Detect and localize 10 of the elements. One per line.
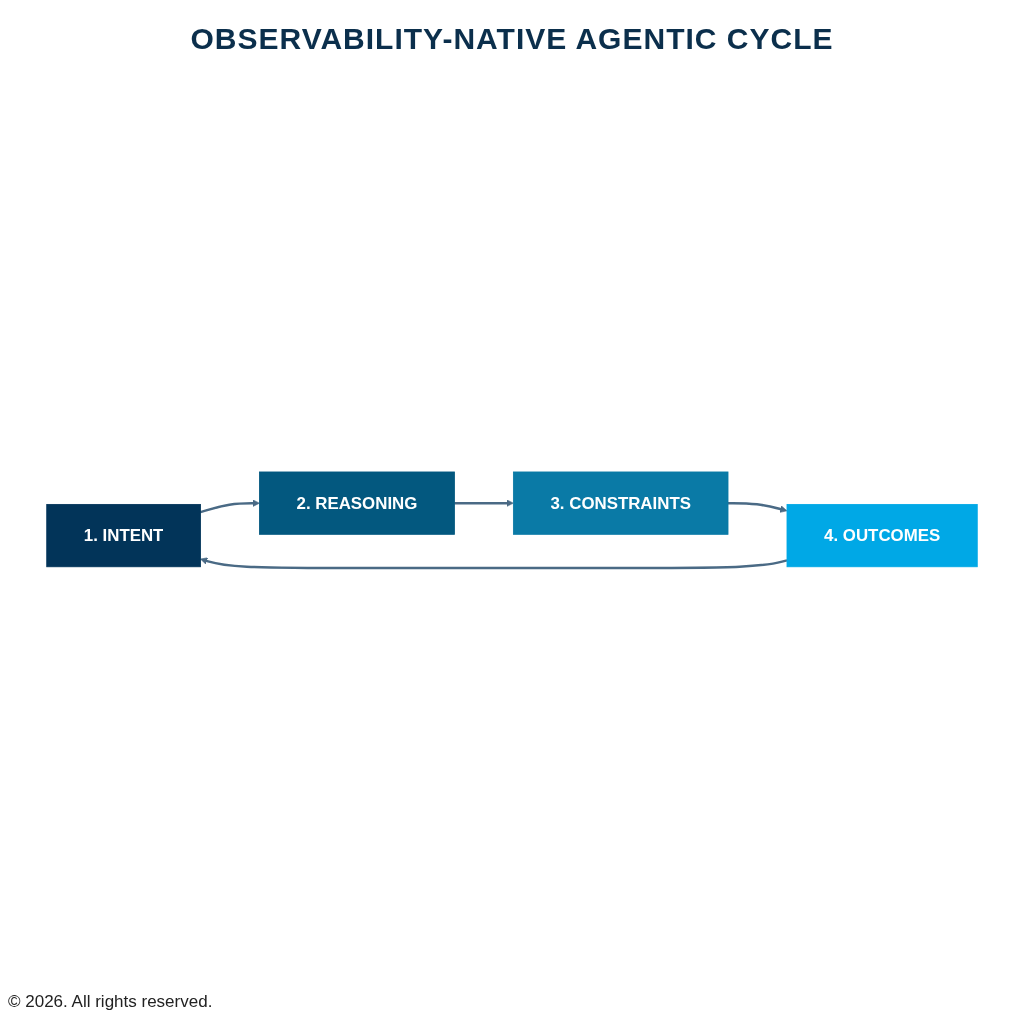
arrow <box>200 499 260 514</box>
arrow <box>454 499 514 507</box>
copyright-notice: © 2026. All rights reserved. <box>8 992 213 1012</box>
arrow <box>200 557 788 570</box>
node-box: 2. REASONING <box>259 471 455 535</box>
title: OBSERVABILITY-NATIVE AGENTIC CYCLE <box>189 21 835 56</box>
node-box: 4. OUTCOMES <box>786 504 978 568</box>
node-box: 1. INTENT <box>46 504 201 568</box>
node-box: 3. CONSTRAINTS <box>513 471 729 535</box>
arrow <box>728 501 788 513</box>
